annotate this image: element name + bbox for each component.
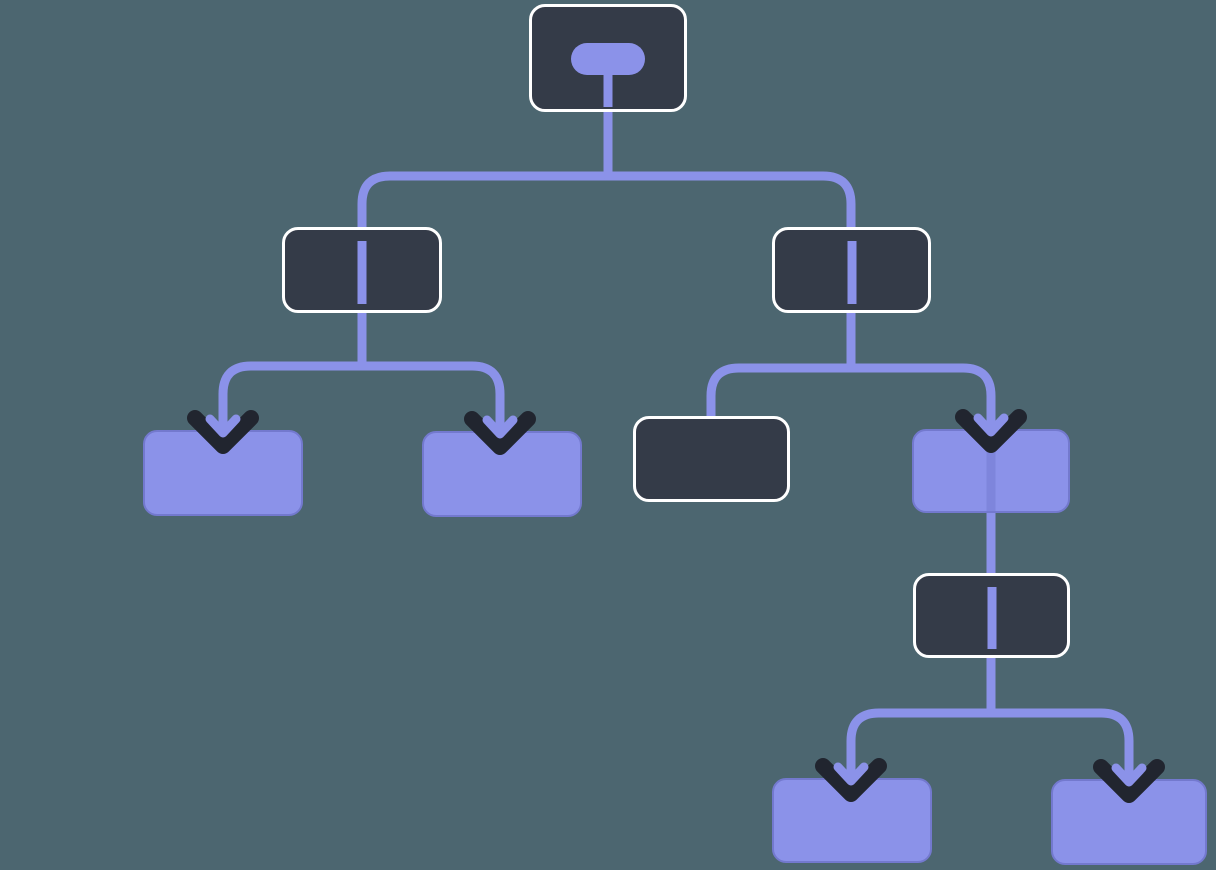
root-pill-stem xyxy=(603,71,613,107)
chevron-down-icon xyxy=(464,411,536,455)
arrow-into-leaf-bottom-right xyxy=(1093,759,1165,803)
arrow-head-icon xyxy=(1111,763,1147,787)
edge-left-to-a xyxy=(218,361,367,437)
edge-right-to-c xyxy=(706,363,856,421)
arrow-into-leaf-mid-left xyxy=(464,411,536,455)
chevron-down-icon xyxy=(955,409,1027,453)
chevron-down-icon xyxy=(1093,759,1165,803)
arrow-head-icon xyxy=(973,413,1009,437)
pass-through-line xyxy=(357,241,367,304)
node-leaf-bottom-right[interactable] xyxy=(1051,779,1207,865)
root-pill-icon xyxy=(571,43,645,75)
edge-root-left xyxy=(357,171,613,232)
node-pass-purple[interactable] xyxy=(912,429,1070,513)
arrow-into-leaf-far-left xyxy=(187,410,259,454)
through-line xyxy=(986,431,996,511)
edge-bottom-to-g xyxy=(986,708,1134,786)
node-branch-left[interactable] xyxy=(282,227,442,313)
arrow-head-icon xyxy=(833,762,869,786)
arrow-head-icon xyxy=(205,414,241,438)
arrow-into-pass-purple xyxy=(955,409,1027,453)
node-branch-bottom[interactable] xyxy=(913,573,1070,658)
edge-root-right xyxy=(603,171,856,232)
node-branch-right[interactable] xyxy=(772,227,931,313)
pass-through-line xyxy=(847,241,856,304)
edge-left-to-b xyxy=(357,361,505,438)
node-root[interactable] xyxy=(529,4,687,112)
edge-right-to-d xyxy=(846,363,996,436)
arrow-into-leaf-bottom-left xyxy=(815,758,887,802)
edge-bottom-to-f xyxy=(846,708,996,785)
pass-through-line xyxy=(987,587,996,649)
arrow-head-icon xyxy=(482,415,518,439)
node-child-plain[interactable] xyxy=(633,416,790,502)
chevron-down-icon xyxy=(187,410,259,454)
chevron-down-icon xyxy=(815,758,887,802)
